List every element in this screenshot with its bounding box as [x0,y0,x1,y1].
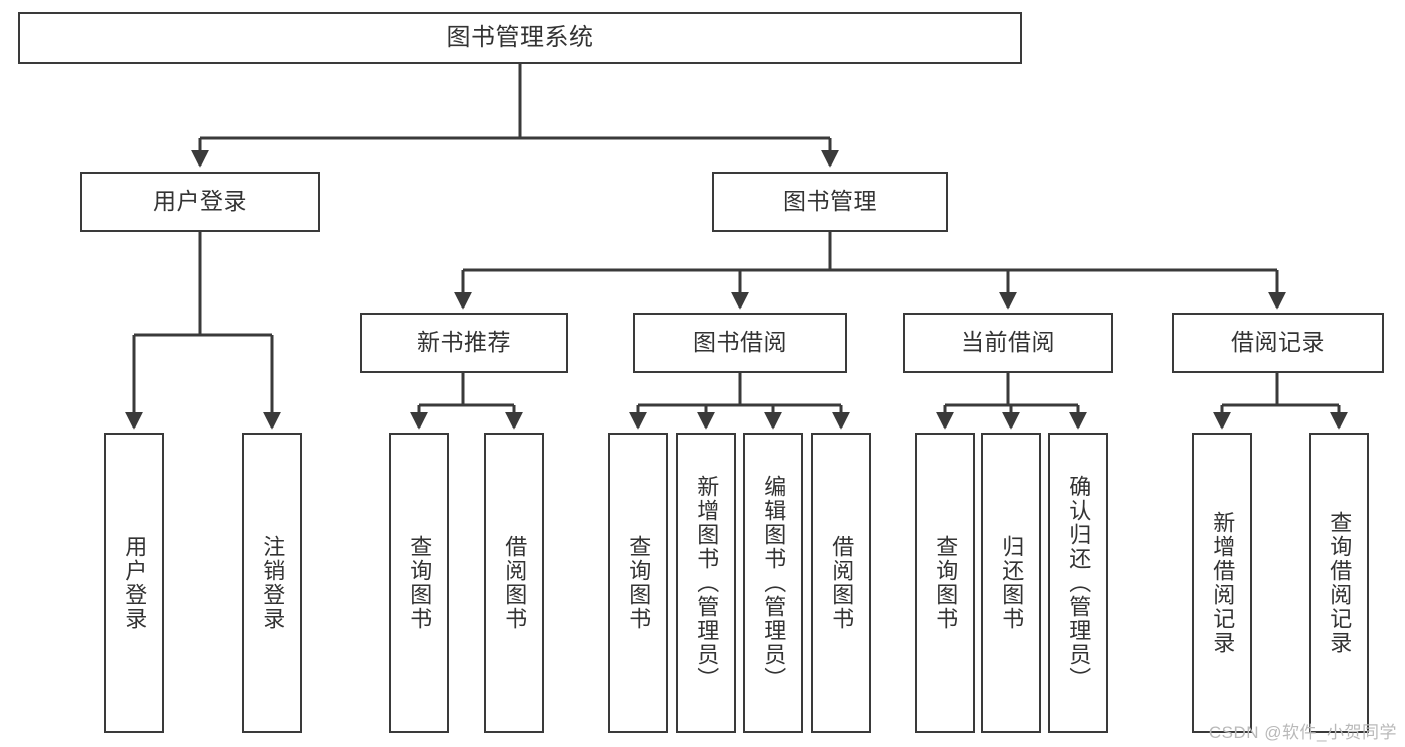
node-leaf-borrow-book-2[interactable]: 借阅图书 [811,433,871,733]
node-leaf-return-book[interactable]: 归还图书 [981,433,1041,733]
node-book-management-label: 图书管理 [783,188,877,215]
node-leaf-query-book-1[interactable]: 查询图书 [389,433,449,733]
node-book-management[interactable]: 图书管理 [712,172,948,232]
node-leaf-query-book-1-label: 查询图书 [407,535,433,631]
node-leaf-add-record[interactable]: 新增借阅记录 [1192,433,1252,733]
csdn-watermark: CSDN @软件_小贺同学 [1208,723,1397,742]
node-leaf-edit-book[interactable]: 编辑图书（管理员） [743,433,803,733]
node-borrow-record-label: 借阅记录 [1231,329,1325,356]
node-leaf-query-record[interactable]: 查询借阅记录 [1309,433,1369,733]
node-book-borrow-label: 图书借阅 [693,329,787,356]
node-leaf-query-record-label: 查询借阅记录 [1327,511,1353,655]
node-leaf-add-book-label: 新增图书（管理员） [694,475,720,691]
node-leaf-edit-book-label: 编辑图书（管理员） [761,475,787,691]
node-leaf-user-login[interactable]: 用户登录 [104,433,164,733]
node-root-label: 图书管理系统 [446,23,594,51]
node-leaf-logout-login[interactable]: 注销登录 [242,433,302,733]
node-new-book-recommend-label: 新书推荐 [417,329,511,356]
node-leaf-add-book[interactable]: 新增图书（管理员） [676,433,736,733]
node-leaf-query-book-2[interactable]: 查询图书 [608,433,668,733]
node-leaf-query-book-3-label: 查询图书 [933,535,959,631]
node-leaf-query-book-3[interactable]: 查询图书 [915,433,975,733]
node-leaf-borrow-book-1[interactable]: 借阅图书 [484,433,544,733]
node-leaf-confirm-return-label: 确认归还（管理员） [1066,475,1092,691]
node-leaf-add-record-label: 新增借阅记录 [1210,511,1236,655]
node-new-book-recommend[interactable]: 新书推荐 [360,313,568,373]
node-leaf-logout-login-label: 注销登录 [260,535,286,631]
node-current-borrow-label: 当前借阅 [961,329,1055,356]
node-borrow-record[interactable]: 借阅记录 [1172,313,1384,373]
node-user-login[interactable]: 用户登录 [80,172,320,232]
node-user-login-label: 用户登录 [153,188,247,215]
node-leaf-return-book-label: 归还图书 [999,535,1025,631]
node-leaf-user-login-label: 用户登录 [122,535,148,631]
node-leaf-confirm-return[interactable]: 确认归还（管理员） [1048,433,1108,733]
node-leaf-borrow-book-1-label: 借阅图书 [502,535,528,631]
node-leaf-query-book-2-label: 查询图书 [626,535,652,631]
node-book-borrow[interactable]: 图书借阅 [633,313,847,373]
node-root-book-management-system[interactable]: 图书管理系统 [18,12,1022,64]
node-leaf-borrow-book-2-label: 借阅图书 [829,535,855,631]
node-current-borrow[interactable]: 当前借阅 [903,313,1113,373]
